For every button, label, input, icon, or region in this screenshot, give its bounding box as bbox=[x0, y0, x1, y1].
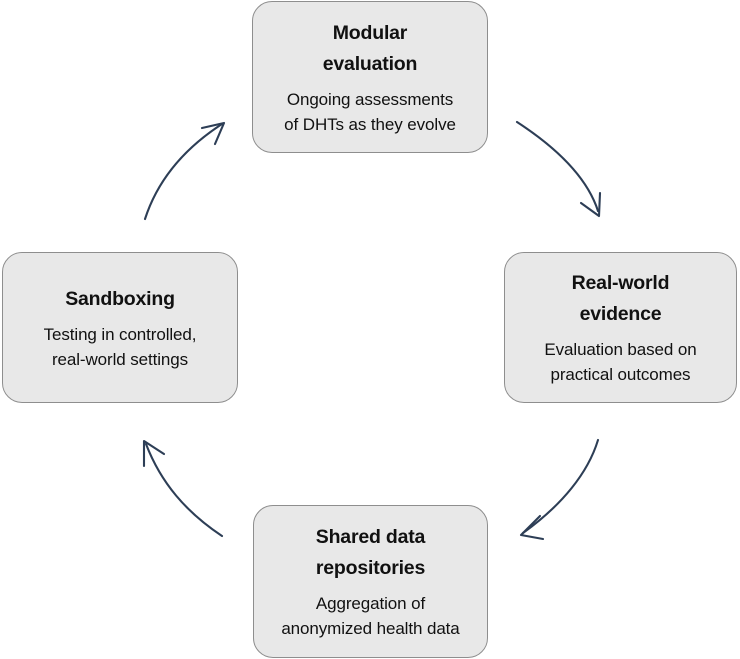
node-modular-evaluation: Modular evaluation Ongoing assessments o… bbox=[252, 1, 488, 153]
arrow-modular-to-realworld-curve bbox=[515, 120, 600, 213]
node-sandboxing: Sandboxing Testing in controlled, real-w… bbox=[2, 252, 238, 403]
node-real-world-evidence: Real-world evidence Evaluation based on … bbox=[504, 252, 737, 403]
node-modular-evaluation-description: Ongoing assessments of DHTs as they evol… bbox=[284, 89, 456, 134]
arrow-shareddata-to-sandboxing-head bbox=[142, 439, 166, 468]
node-modular-evaluation-title: Modular evaluation bbox=[322, 21, 418, 75]
node-shared-data-repositories-description: Aggregation of anonymized health data bbox=[281, 594, 460, 638]
arrow-sandboxing-to-modular-head bbox=[200, 121, 226, 146]
node-real-world-evidence-title: Real-world evidence bbox=[571, 272, 670, 325]
arrow-shareddata-to-sandboxing bbox=[142, 439, 224, 538]
arrow-sandboxing-to-modular-curve bbox=[143, 122, 224, 221]
node-sandboxing-title: Sandboxing bbox=[65, 287, 175, 310]
arrow-shareddata-to-sandboxing-curve bbox=[144, 442, 224, 538]
arrow-realworld-to-shareddata bbox=[519, 438, 600, 541]
arrow-modular-to-realworld-head bbox=[579, 191, 602, 218]
node-real-world-evidence-description: Evaluation based on practical outcomes bbox=[544, 340, 697, 384]
node-sandboxing-description: Testing in controlled, real-world settin… bbox=[43, 324, 197, 369]
arrow-realworld-to-shareddata-curve bbox=[521, 438, 600, 535]
node-shared-data-repositories: Shared data repositories Aggregation of … bbox=[253, 505, 488, 658]
arrow-modular-to-realworld bbox=[515, 120, 602, 218]
node-shared-data-repositories-title: Shared data repositories bbox=[315, 526, 426, 579]
arrow-realworld-to-shareddata-head bbox=[519, 514, 545, 541]
arrow-sandboxing-to-modular bbox=[143, 121, 226, 221]
